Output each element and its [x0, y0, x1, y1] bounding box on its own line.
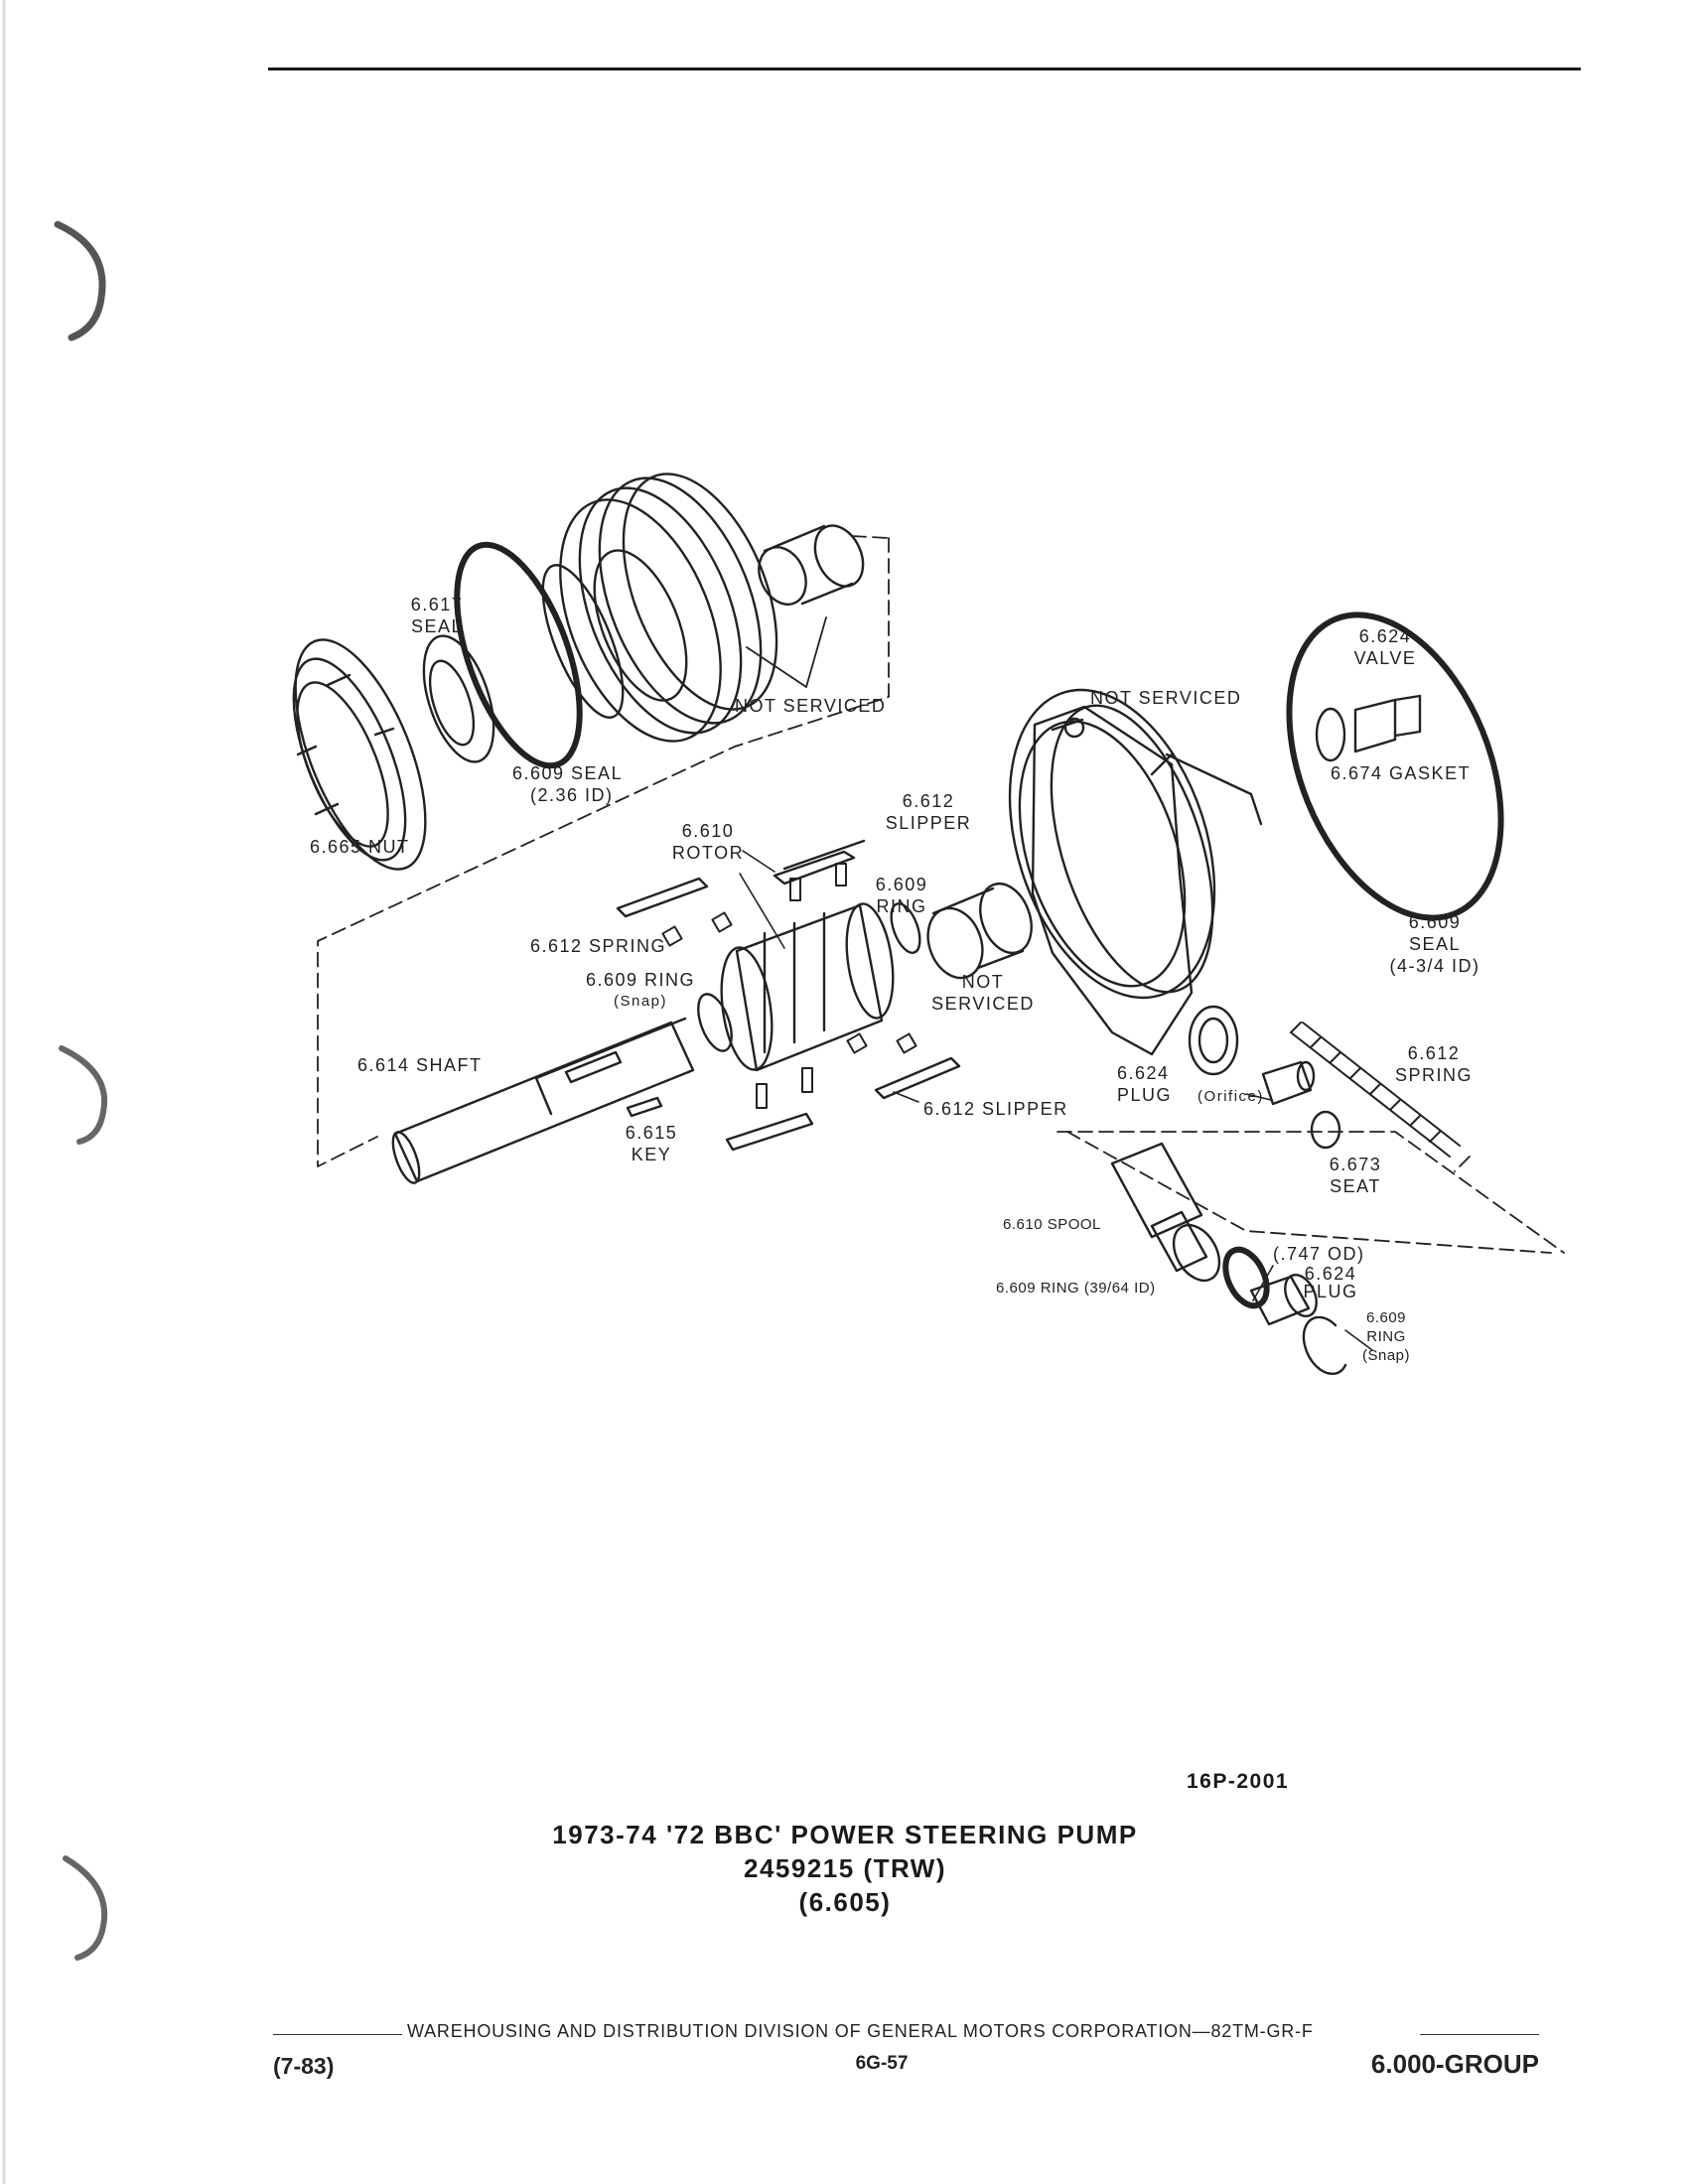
footer-group: 6.000-GROUP: [1370, 2049, 1539, 2079]
o-ring-seal: [454, 541, 583, 769]
spool-part: [1110, 1142, 1221, 1283]
binder-hole-mark: [54, 220, 106, 341]
slipper-bottom: [725, 1112, 814, 1152]
small-seal-part: [422, 634, 495, 763]
spring-cluster: [661, 863, 917, 1109]
nut-part: [292, 638, 427, 871]
label-not-serviced-top: NOT SERVICED: [735, 696, 887, 716]
label-slipper-6612-bottom: 6.612 SLIPPER: [923, 1099, 1068, 1119]
footer-page-number: 6G-57: [855, 2053, 909, 2074]
label-shaft-6614: 6.614 SHAFT: [357, 1055, 483, 1075]
label-ring-6609-lower: 6.609 RING (39/64 ID): [996, 1280, 1156, 1297]
bushing-part: [926, 882, 1033, 980]
lower-snap-ring: [1302, 1315, 1347, 1375]
footer-credit: WAREHOUSING AND DISTRIBUTION DIVISION OF…: [407, 2021, 1314, 2041]
page-edge-marks: [2, 0, 108, 2184]
valve-part: [1315, 694, 1422, 762]
footer-rule-left: [273, 2034, 402, 2035]
cover-part: [541, 473, 778, 743]
footer-date: (7-83): [273, 2053, 335, 2079]
label-nut-6665: 6.665 NUT: [310, 837, 410, 857]
orifice-plug-part: [1261, 1060, 1316, 1106]
arrow-leader: [746, 646, 807, 688]
large-o-ring-seal: [1286, 612, 1504, 921]
figure-title-line3: (6.605): [798, 1887, 892, 1917]
lower-plug-part: [1249, 1274, 1318, 1326]
arrow-leader: [805, 616, 827, 688]
binder-hole-mark: [63, 1855, 108, 1961]
needle-bearing-top: [758, 524, 865, 606]
shaft-part: [391, 1017, 695, 1184]
snap-ring-mid: [890, 902, 921, 954]
label-seal-6609-small: 6.609 SEAL(2.36 ID): [512, 763, 624, 805]
snap-ring-left: [697, 993, 733, 1052]
label-od-note: (.747 OD): [1273, 1244, 1365, 1264]
label-ring-6609-snap-left: 6.609 RING(Snap): [585, 970, 696, 1010]
header-rule: [268, 68, 1581, 70]
label-leaders: [739, 850, 1373, 1351]
slipper-left: [616, 877, 709, 918]
seat-part: [1310, 1110, 1341, 1150]
label-plug-6624-orifice: 6.624 PLUG(Orifice): [1117, 1063, 1264, 1105]
label-gasket-6674: 6.674 GASKET: [1331, 763, 1472, 783]
long-spring-part: [1290, 1022, 1461, 1158]
footer-rule-right: [1420, 2034, 1539, 2035]
slipper-bottom-mid: [874, 1056, 961, 1100]
rotor-part: [720, 902, 895, 1072]
slipper-top: [773, 839, 866, 886]
label-spool-6610: 6.610 SPOOL: [1003, 1216, 1101, 1233]
housing-part: [1008, 688, 1263, 1076]
figure-title-line2: 2459215 (TRW): [744, 1853, 946, 1883]
figure-title-line1: 1973-74 '72 BBC' POWER STEERING PUMP: [552, 1820, 1138, 1849]
assembly-leader-lines: [317, 535, 1565, 1254]
binder-hole-mark: [59, 1045, 108, 1145]
figure-code: 16P-2001: [1187, 1770, 1290, 1793]
label-not-serviced-housing: NOT SERVICED: [1090, 688, 1242, 708]
key-part: [626, 1096, 663, 1118]
label-spring-6612-left: 6.612 SPRING: [530, 936, 667, 956]
